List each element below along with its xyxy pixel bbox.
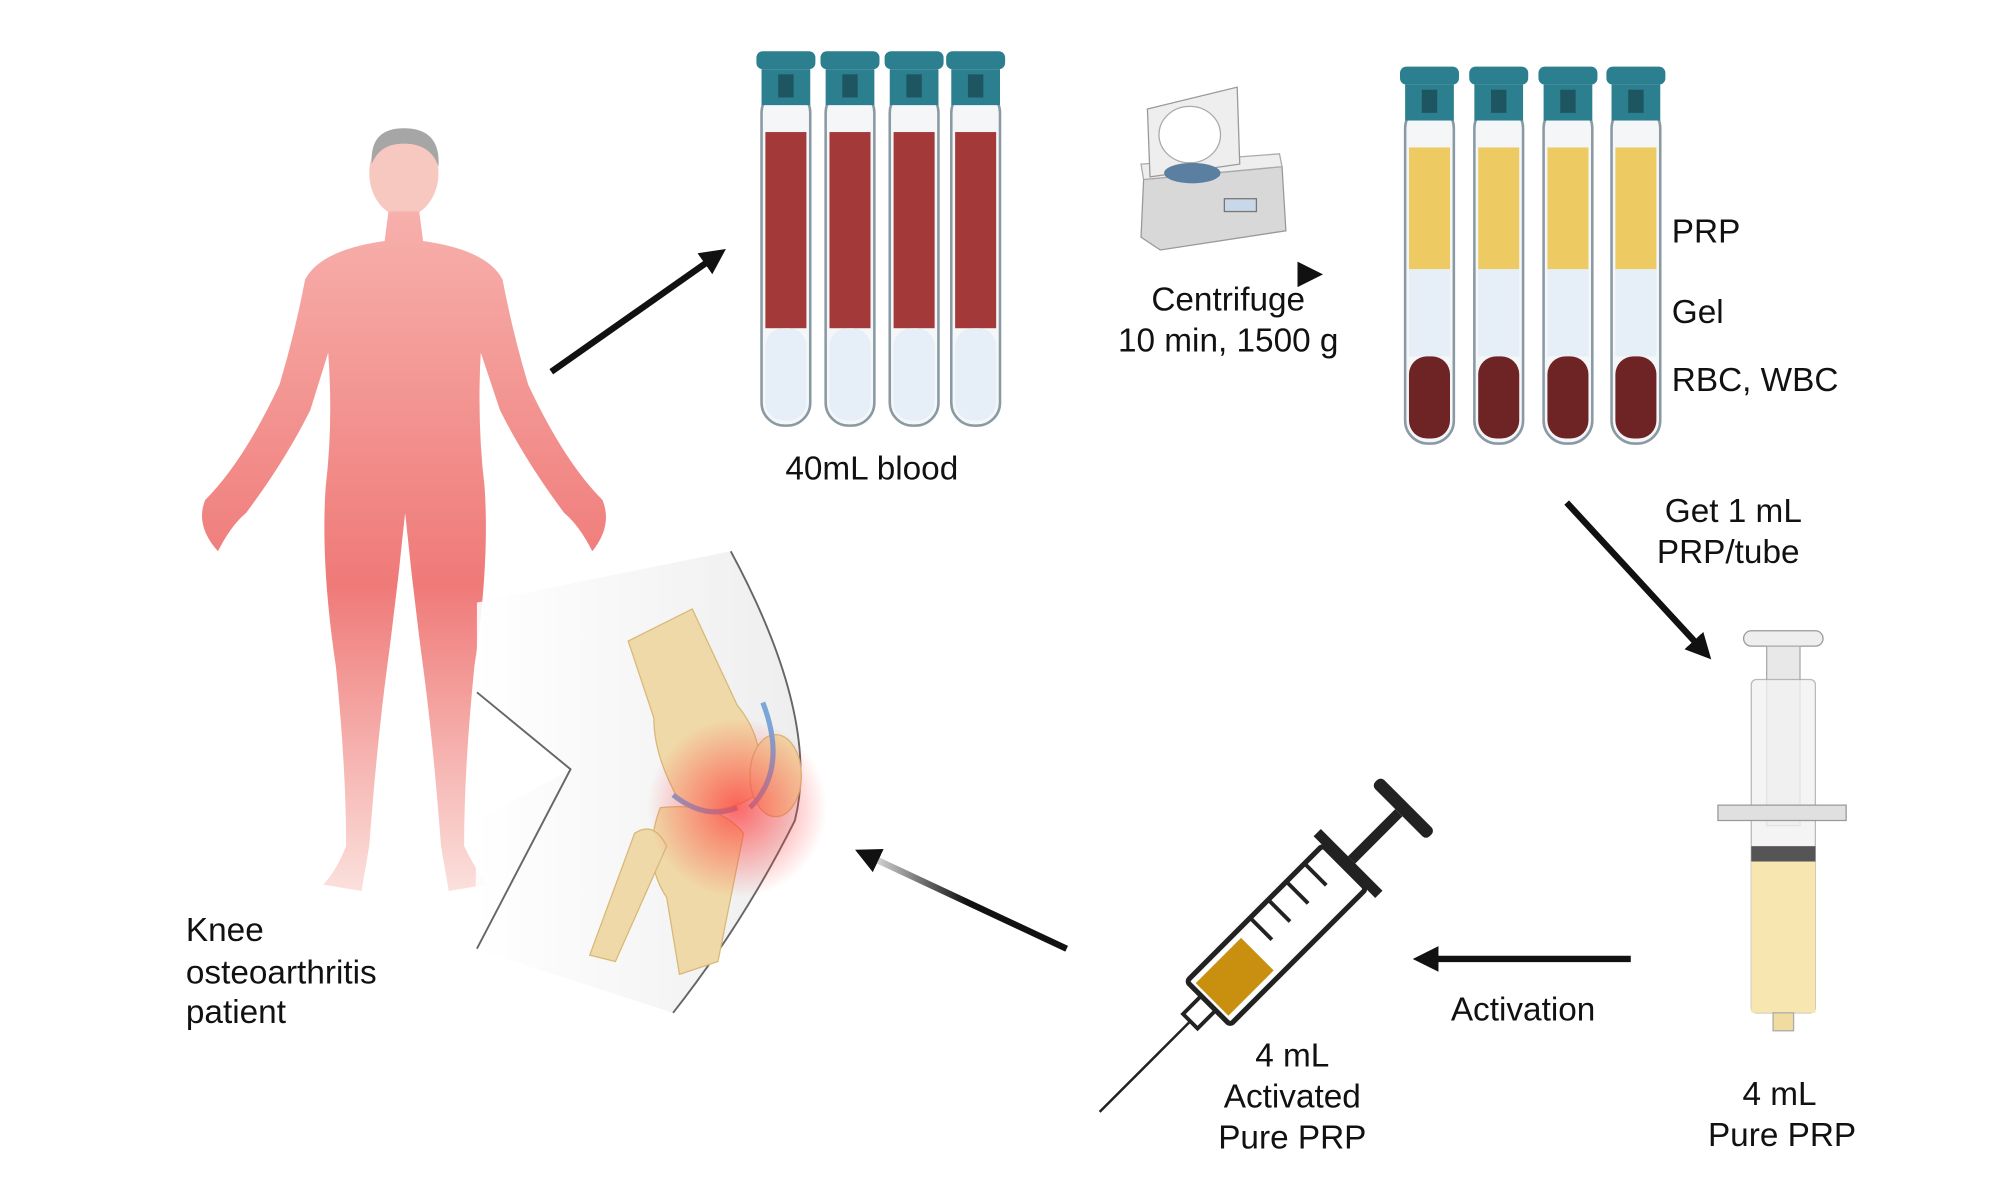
test-tube-icon — [946, 51, 1006, 427]
test-tube-icon — [756, 51, 816, 427]
test-tube-icon — [1538, 66, 1598, 445]
layer-label-prp: PRP — [1672, 213, 1741, 250]
arrow-injection — [855, 848, 1069, 952]
test-tube-icon — [1606, 66, 1666, 445]
activation-label: Activation — [1451, 992, 1596, 1029]
pure-prp-syringe-icon — [1717, 630, 1847, 1032]
test-tube-icon — [884, 51, 944, 427]
test-tube-icon — [820, 51, 880, 427]
test-tube-icon — [1469, 66, 1529, 445]
patient-label-line2: osteoarthritis — [186, 954, 377, 991]
blood-volume-label: 40mL blood — [785, 450, 958, 487]
patient-body-icon — [201, 128, 606, 892]
patient-label-line3: patient — [186, 994, 287, 1031]
arrow-extract-prp — [1564, 500, 1712, 660]
extract-label-line1: Get 1 mL — [1665, 493, 1802, 530]
activated-pure-prp-label: Pure PRP — [1218, 1120, 1366, 1157]
blood-tubes — [756, 51, 1006, 427]
layer-label-gel: Gel — [1672, 294, 1724, 331]
separated-tubes — [1400, 66, 1666, 445]
activated-volume-label: 4 mL — [1255, 1038, 1329, 1075]
knee-joint-icon — [474, 550, 827, 1014]
pure-prp-volume-label: 4 mL — [1742, 1076, 1816, 1113]
pure-prp-label: Pure PRP — [1708, 1117, 1856, 1154]
patient-label-line1: Knee — [186, 912, 264, 949]
activated-prp-syringe-icon — [1098, 778, 1433, 1113]
arrow-to-blood-tubes — [549, 249, 726, 375]
centrifuge-icon — [1140, 86, 1287, 251]
test-tube-icon — [1400, 66, 1459, 445]
centrifuge-settings-label: 10 min, 1500 g — [1118, 322, 1339, 359]
centrifuge-label: Centrifuge — [1151, 281, 1305, 318]
extract-label-line2: PRP/tube — [1657, 534, 1800, 571]
activated-label: Activated — [1224, 1079, 1361, 1116]
layer-label-rbc-wbc: RBC, WBC — [1672, 362, 1839, 399]
